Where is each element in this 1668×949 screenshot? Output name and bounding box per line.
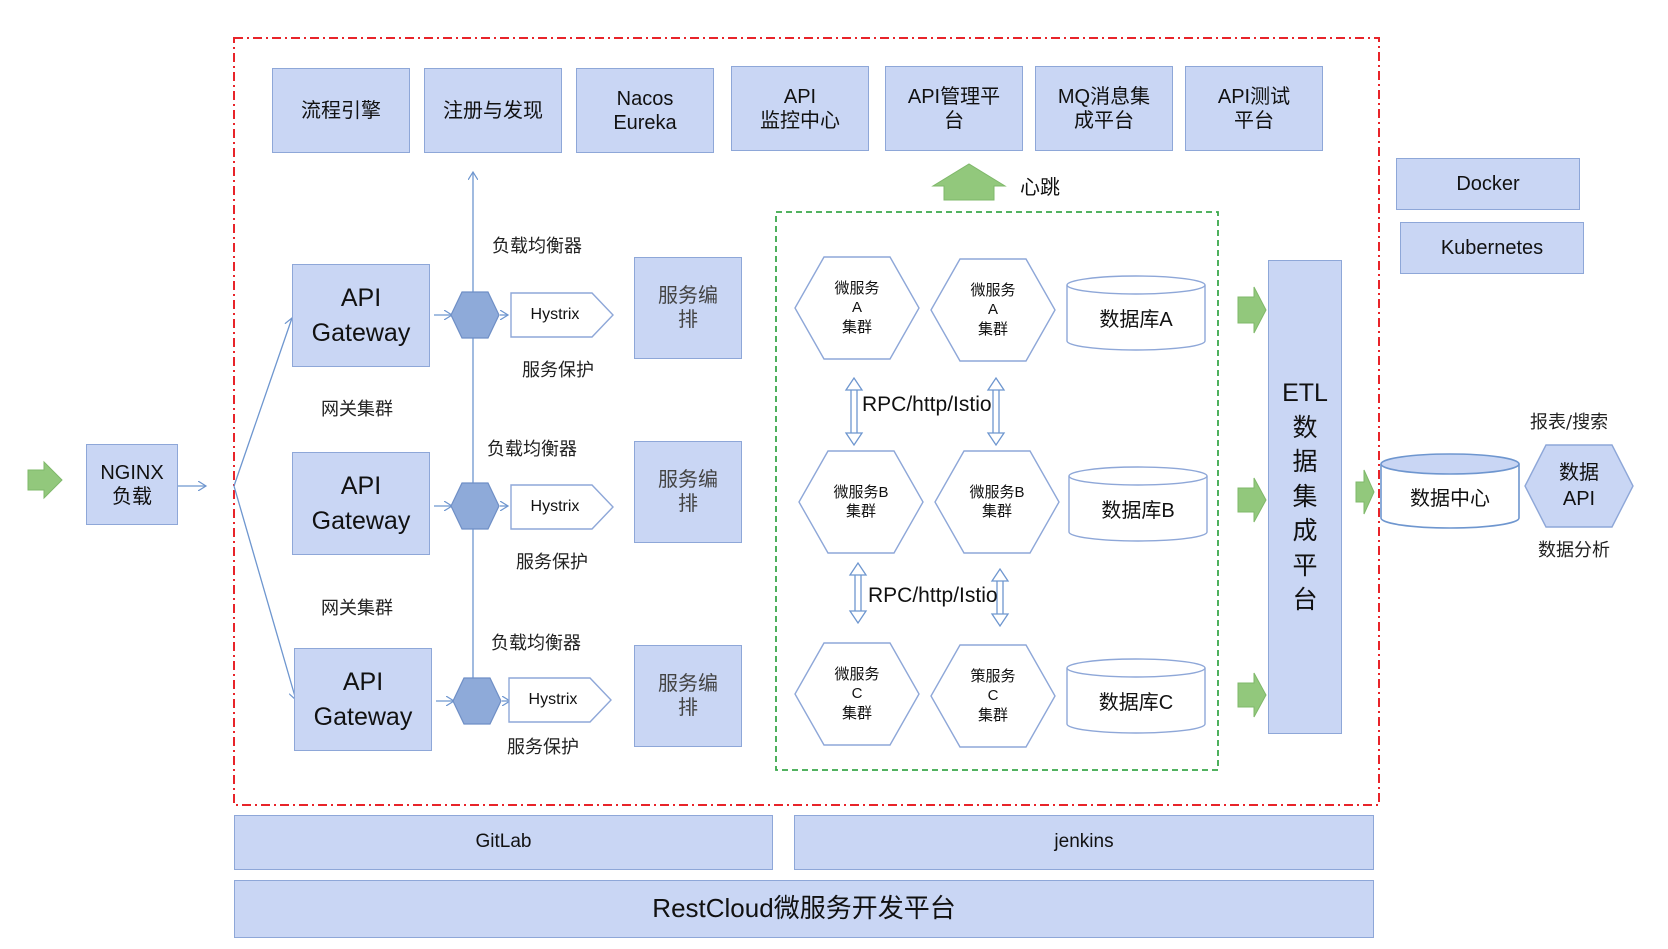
microservice-a-label-2: 微服务 A 集群: [970, 281, 1016, 338]
top-service-nacos-eureka: Nacos Eureka: [576, 68, 714, 153]
etl-arrow-c: [1237, 672, 1267, 718]
load-balancer-label-1: 负载均衡器: [492, 236, 582, 257]
docker-box: Docker: [1396, 158, 1580, 210]
gitlab-bar: GitLab: [234, 815, 773, 870]
data-center: 数据中心: [1380, 452, 1520, 530]
data-api-hexagon: 数据 API: [1524, 444, 1634, 528]
service-protection-label-3: 服务保护: [507, 737, 579, 758]
hystrix-shape-3: Hystrix: [508, 677, 612, 723]
api-gateway-2: API Gateway: [292, 452, 430, 555]
load-balancer-hexagon-3: [452, 677, 502, 725]
datacenter-arrow: [1355, 469, 1375, 515]
report-search-label: 报表/搜索: [1530, 412, 1609, 433]
service-orchestration-1: 服务编 排: [634, 257, 742, 359]
service-orchestration-2: 服务编 排: [634, 441, 742, 543]
rpc-label-1: RPC/http/Istio: [862, 393, 992, 416]
gateway-cluster-label-2: 网关集群: [321, 598, 393, 619]
rpc-label-2: RPC/http/Istio: [868, 584, 998, 607]
microservice-b-label-2: 微服务B 集群: [969, 483, 1025, 521]
database-c: 数据库C: [1066, 658, 1206, 734]
microservice-b-label-1: 微服务B 集群: [833, 483, 889, 521]
load-balancer-label-3: 负载均衡器: [491, 633, 581, 654]
database-a: 数据库A: [1066, 275, 1206, 351]
top-service-registry-discovery: 注册与发现: [424, 68, 562, 153]
microservice-a-cluster-1: 微服务 A 集群: [794, 256, 920, 360]
service-protection-label-1: 服务保护: [522, 360, 594, 381]
top-service-mq-integration: MQ消息集 成平台: [1035, 66, 1173, 151]
gateway-cluster-label-1: 网关集群: [321, 399, 393, 420]
hystrix-label-1: Hystrix: [530, 306, 580, 323]
database-b: 数据库B: [1068, 466, 1208, 542]
database-b-label: 数据库B: [1101, 499, 1175, 522]
microservice-a-cluster-2: 微服务 A 集群: [930, 258, 1056, 362]
api-gateway-1: API Gateway: [292, 264, 430, 367]
service-protection-label-2: 服务保护: [516, 552, 588, 573]
data-api-label: 数据 API: [1559, 462, 1599, 510]
microservice-b-cluster-1: 微服务B 集群: [798, 450, 924, 554]
heartbeat-label: 心跳: [1020, 177, 1060, 199]
microservice-a-label-1: 微服务 A 集群: [834, 279, 880, 336]
jenkins-bar: jenkins: [794, 815, 1374, 870]
etl-arrow-a: [1237, 286, 1267, 334]
microservice-c-label-2: 策服务 C 集群: [970, 667, 1016, 724]
data-analysis-label: 数据分析: [1538, 540, 1610, 561]
load-balancer-label-2: 负载均衡器: [487, 439, 577, 460]
hystrix-shape-2: Hystrix: [510, 484, 614, 530]
data-center-label: 数据中心: [1410, 487, 1490, 510]
heartbeat-arrow: [931, 163, 1007, 201]
top-service-api-management: API管理平 台: [885, 66, 1023, 151]
etl-arrow-b: [1237, 477, 1267, 523]
api-gateway-3: API Gateway: [294, 648, 432, 751]
top-service-api-monitor: API 监控中心: [731, 66, 869, 151]
hystrix-shape-1: Hystrix: [510, 292, 614, 338]
top-service-workflow-engine: 流程引擎: [272, 68, 410, 153]
database-a-label: 数据库A: [1099, 308, 1173, 331]
microservice-c-label-1: 微服务 C 集群: [834, 665, 880, 722]
microservice-c-cluster-1: 微服务 C 集群: [794, 642, 920, 746]
hystrix-label-2: Hystrix: [530, 498, 580, 515]
entry-arrow: [27, 460, 63, 500]
nginx-load-balancer: NGINX 负载: [86, 444, 178, 525]
restcloud-platform-bar: RestCloud微服务开发平台: [234, 880, 1374, 938]
load-balancer-hexagon-2: [450, 482, 500, 530]
microservice-c-cluster-2: 策服务 C 集群: [930, 644, 1056, 748]
load-balancer-hexagon-1: [450, 291, 500, 339]
hystrix-label-3: Hystrix: [528, 691, 578, 708]
kubernetes-box: Kubernetes: [1400, 222, 1584, 274]
database-c-label: 数据库C: [1098, 691, 1174, 714]
microservice-b-cluster-2: 微服务B 集群: [934, 450, 1060, 554]
etl-data-integration-platform: ETL 数 据 集 成 平 台: [1268, 260, 1342, 734]
top-service-api-testing: API测试 平台: [1185, 66, 1323, 151]
service-orchestration-3: 服务编 排: [634, 645, 742, 747]
